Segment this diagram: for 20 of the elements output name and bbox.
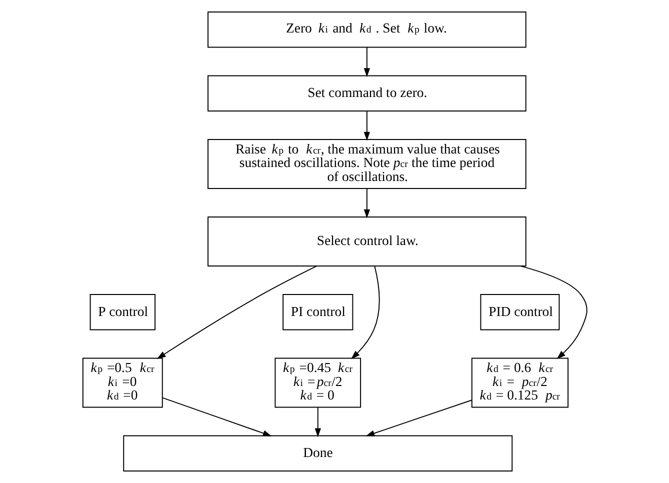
arrow [156,266,317,359]
arrow [363,46,370,77]
node-box: Set command to zero. [207,75,526,112]
node-box: PID control [480,294,560,330]
node-box: kp =0.5 kcr ki =0 kd =0 [82,358,162,408]
arrow [162,397,272,436]
node-box: PI control [282,294,353,330]
arrow [365,400,472,436]
node-box: kd = 0.6 kcr ki = pcr/2 kd = 0.125 pcr [470,358,568,408]
node-box: Zero ki and kd . Set kp low. [207,11,526,48]
arrow [350,266,380,360]
node-box: kp =0.45 kcr ki =pcr/2 kd = 0 [274,358,361,408]
arrow [520,266,587,360]
arrow [314,406,320,438]
node-box: Select control law. [207,216,526,267]
node-box: P control [89,294,156,330]
node-box: Raise kp to kcr, the maximum value that causes sustained oscillations. Note pcr the time period of oscillations. [207,138,526,190]
node-box: Done [122,435,512,472]
arrow [363,188,370,218]
arrow [363,110,370,141]
